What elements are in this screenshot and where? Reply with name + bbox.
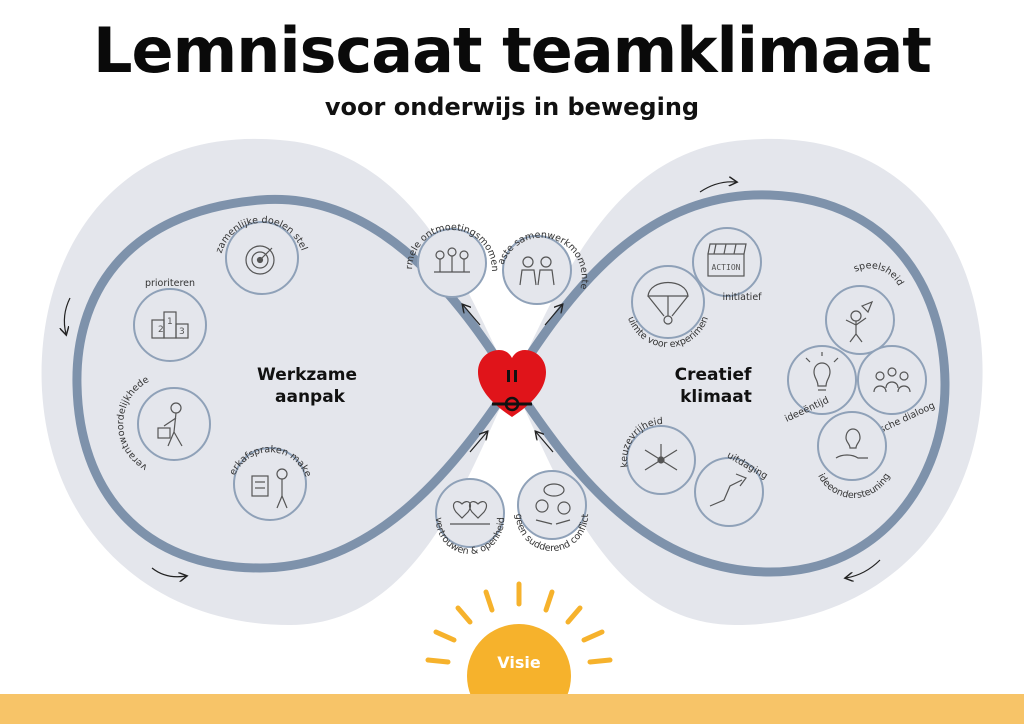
left-blob [41, 138, 512, 625]
right-blob [512, 138, 983, 625]
arrows-out-icon [644, 444, 678, 471]
people-meeting-icon [434, 247, 470, 273]
heart-knot-icon [478, 350, 546, 417]
item-geen-sudderend-conflict: geen sudderend conflict [513, 470, 591, 554]
person-carrying-icon [157, 402, 183, 447]
playful-figure-icon [845, 300, 874, 343]
svg-text:3: 3 [179, 327, 185, 337]
svg-text:2: 2 [158, 325, 164, 335]
left-loop-label: Werkzame aanpak [257, 365, 363, 407]
svg-text:1: 1 [167, 317, 173, 327]
target-icon [245, 245, 275, 275]
background-blobs [41, 138, 983, 625]
right-loop-label: Creatief klimaat [675, 365, 758, 407]
flow-arrow-right-bottom [846, 559, 881, 578]
item-prioriteren: 2 1 3 prioriteren [133, 278, 207, 362]
flow-arrows [64, 182, 881, 578]
clapperboard-icon: ACTION [707, 243, 747, 277]
two-people-icon [519, 256, 555, 286]
rising-arrow-icon [709, 473, 747, 507]
sun-label: Visie [497, 653, 541, 672]
item-initiatief: ACTION initiatief [692, 227, 762, 303]
svg-text:ACTION: ACTION [712, 263, 741, 272]
item-label: initiatief [722, 292, 762, 303]
parachute-icon [647, 282, 689, 325]
page-subtitle: voor onderwijs in beweging [324, 93, 700, 121]
hearts-hands-icon [450, 500, 490, 525]
item-keuzevrijheid: keuzevrijheid [619, 416, 696, 495]
flow-arrow-left-top [64, 297, 71, 334]
item-vertrouwen-openheid: vertrouwen & openheid [433, 478, 507, 557]
arrow-to-informele [463, 305, 481, 326]
arrow-from-conflict [536, 432, 554, 453]
podium-icon: 2 1 3 [151, 311, 189, 339]
hand-bulb-icon [835, 428, 868, 459]
arrow-to-vaste [544, 305, 562, 326]
item-label: prioriteren [145, 278, 195, 289]
ground [0, 694, 1024, 724]
page-title: Lemniscaat teamklimaat [93, 14, 932, 87]
conflict-icon [535, 483, 571, 525]
arrow-from-vertrouwen [469, 432, 487, 453]
flow-arrow-left-bottom [151, 567, 186, 577]
group-dialogue-icon [873, 367, 911, 393]
flow-arrow-right-top [699, 182, 736, 193]
lightbulb-icon [805, 352, 839, 391]
person-board-icon [251, 468, 288, 509]
